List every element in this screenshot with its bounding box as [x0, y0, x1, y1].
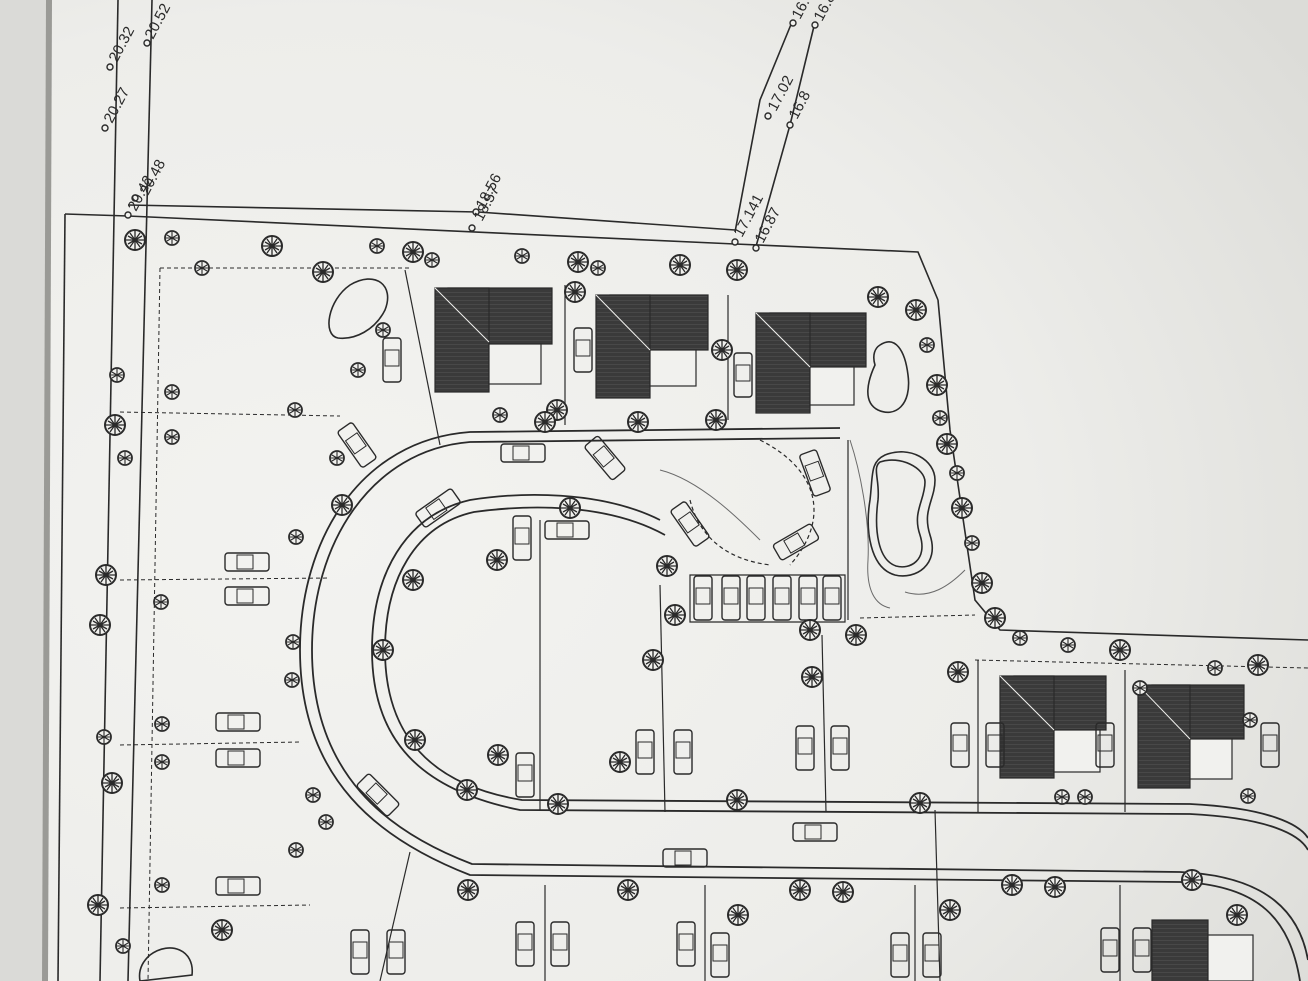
lot-lines [119, 267, 1308, 981]
pond-east-small [867, 341, 910, 414]
pencil-sketch [659, 439, 966, 609]
pond-southwest [138, 947, 193, 981]
survey-markers [101, 19, 819, 252]
copy-edge-shadow [42, 0, 52, 981]
houses [434, 287, 1254, 981]
house-5 [1137, 684, 1245, 789]
house-4 [999, 675, 1107, 779]
house-3 [755, 312, 867, 414]
house-2 [595, 294, 709, 399]
lot-dividers [379, 269, 1126, 981]
house-6 [1151, 919, 1254, 981]
pond-east-large [867, 451, 936, 577]
pond-north [328, 278, 389, 339]
ponds [138, 278, 936, 981]
copy-edge-left [0, 0, 46, 981]
house-1 [434, 287, 553, 393]
